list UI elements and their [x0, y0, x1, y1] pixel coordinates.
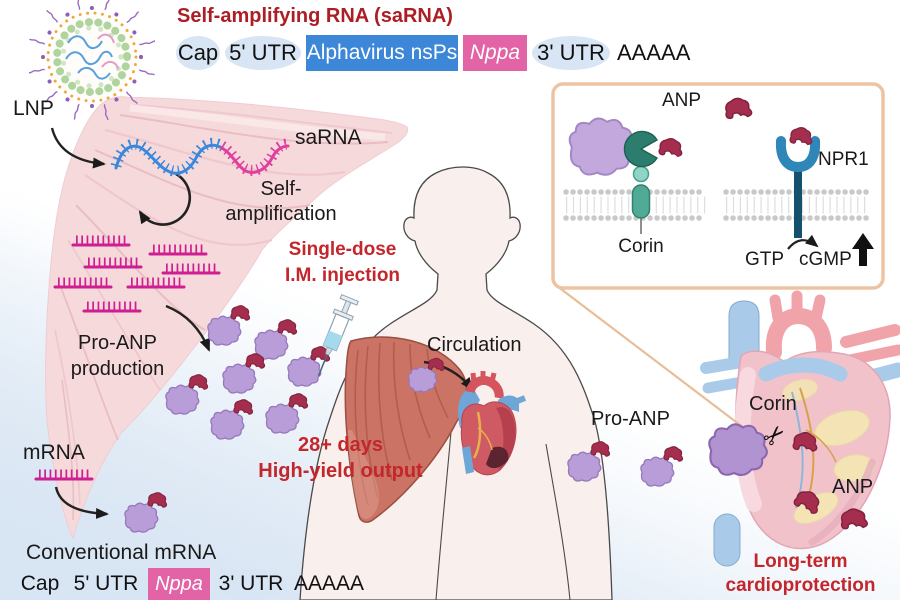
conventional-mrna-title: Conventional mRNA — [26, 541, 217, 564]
anp-heart-label: ANP — [832, 476, 874, 498]
cap-element: Cap — [176, 36, 220, 70]
gtp-cgmp-arrow — [787, 234, 819, 250]
anp-inset-label: ANP — [662, 90, 702, 111]
nppa-element: Nppa — [148, 568, 210, 600]
mrna-label: mRNA — [23, 441, 85, 464]
cap-element: Cap — [16, 569, 64, 599]
single-dose-annotation: Single-dose I.M. injection — [284, 239, 401, 286]
production-arrow — [165, 304, 211, 352]
corin-heart-label: Corin — [749, 393, 797, 415]
sarna-molecule-icon — [110, 137, 290, 177]
nppa-element: Nppa — [463, 35, 527, 71]
inset-leader-line — [556, 285, 745, 429]
utr3-element: 3' UTR — [215, 569, 287, 599]
npr1-receptor — [775, 127, 821, 238]
lnp-label: LNP — [13, 97, 54, 120]
sarna-label: saRNA — [295, 126, 362, 149]
proanp-production-label: Pro-ANP production — [70, 332, 165, 380]
nsps-element: Alphavirus nsPs — [306, 35, 458, 71]
utr3-element: 3' UTR — [532, 36, 610, 70]
mrna-arrow — [54, 486, 109, 520]
lnp-icon — [28, 0, 156, 121]
proanp-label: Pro-ANP — [591, 408, 670, 430]
utr5-element: 5' UTR — [225, 36, 301, 70]
circulation-label: Circulation — [427, 334, 522, 356]
mechanism-inset — [551, 82, 885, 290]
output-annotation: 28+ days High-yield output — [258, 434, 423, 482]
mrna-construct: Cap 5' UTR Nppa 3' UTR AAAAA — [16, 568, 364, 600]
syringe-icon — [317, 293, 359, 377]
corin-inset-label: Corin — [618, 236, 664, 257]
cgmp-up-arrow-icon — [852, 233, 874, 266]
lnp-to-sarna-arrow — [50, 127, 106, 169]
self-amplification-label: Self- amplification — [225, 178, 337, 225]
gtp-label: GTP — [745, 249, 785, 270]
npr1-label: NPR1 — [818, 149, 869, 170]
heart-icon-small — [458, 371, 527, 476]
sarna-construct: Cap 5' UTR Alphavirus nsPs Nppa 3' UTR A… — [176, 35, 690, 71]
polya-element: AAAAA — [294, 572, 365, 595]
cgmp-label: cGMP — [799, 249, 852, 270]
polya-element: AAAAA — [617, 40, 691, 65]
utr5-element: 5' UTR — [69, 569, 143, 599]
muscle-tissue — [45, 96, 409, 540]
longterm-annotation: Long-term cardioprotection — [725, 551, 876, 596]
sarna-title: Self-amplifying RNA (saRNA) — [177, 5, 453, 27]
self-amplification-arrow — [138, 172, 192, 226]
corin-enzyme — [568, 117, 683, 234]
